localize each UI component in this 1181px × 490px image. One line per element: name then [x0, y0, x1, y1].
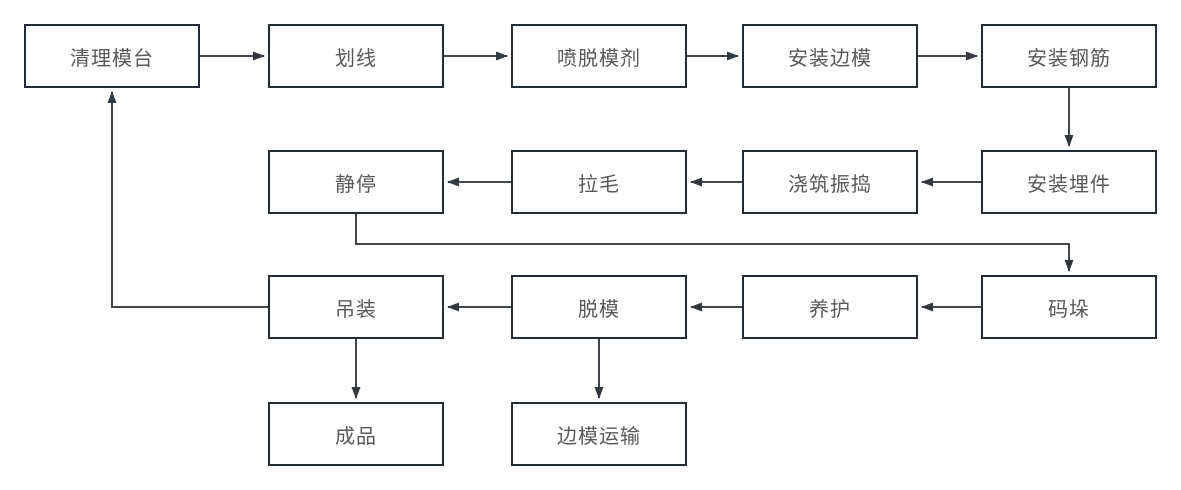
flow-node-side-form-transport: 边模运输	[511, 402, 687, 466]
flow-node-demolding: 脱模	[511, 275, 687, 339]
flow-node-hoisting: 吊装	[268, 275, 444, 339]
flow-node-scribing: 划线	[268, 24, 444, 88]
flow-node-stacking: 码垛	[981, 275, 1157, 339]
flow-node-curing: 养护	[742, 275, 918, 339]
flow-node-install-rebar: 安装钢筋	[981, 24, 1157, 88]
flow-node-install-side-forms: 安装边模	[742, 24, 918, 88]
edge-rest-to-stacking	[355, 214, 1074, 272]
flow-node-pour-and-vibrate: 浇筑振捣	[742, 150, 918, 214]
flow-node-spray-release-agent: 喷脱模剂	[511, 24, 687, 88]
flow-node-clean-mold-table: 清理模台	[24, 24, 200, 88]
flow-node-finished-product: 成品	[268, 402, 444, 466]
edge-hoisting-to-clean	[107, 91, 268, 308]
flow-node-install-embeds: 安装埋件	[981, 150, 1157, 214]
flow-node-surface-roughening: 拉毛	[511, 150, 687, 214]
flow-node-rest: 静停	[268, 150, 444, 214]
